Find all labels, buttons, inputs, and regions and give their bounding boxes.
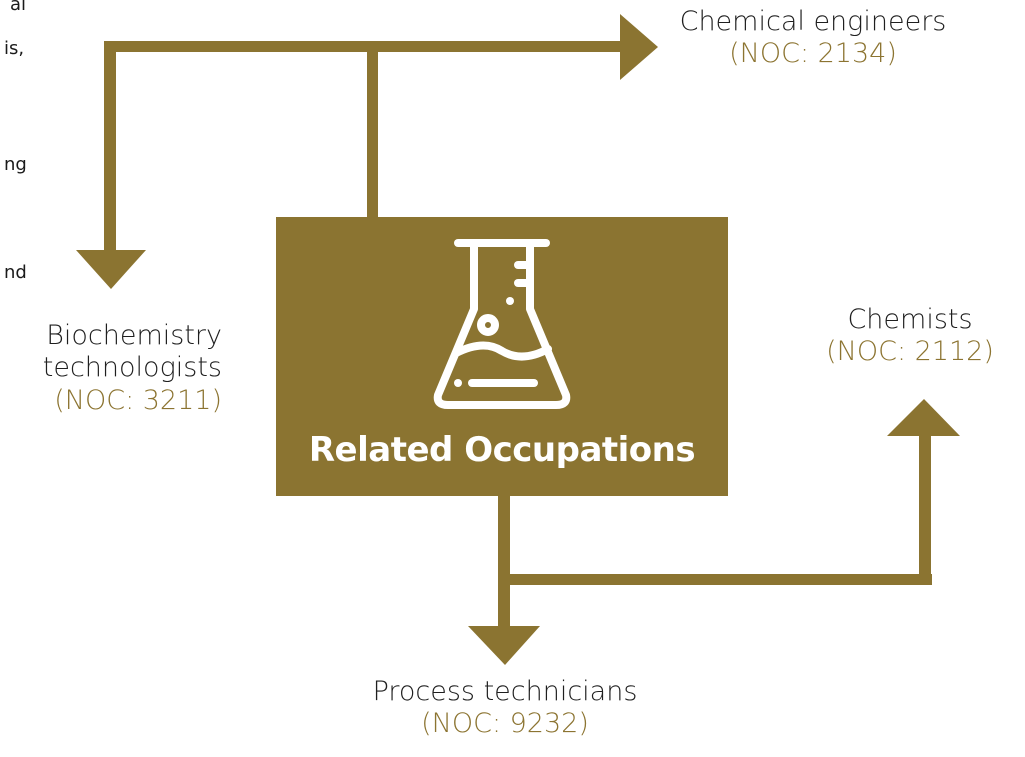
connector-line-center-up [367,46,378,217]
connector-line-left-down [104,46,116,252]
occupation-chemists: Chemists (NOC: 2112) [810,304,1010,369]
occupation-biochemistry-technologists: Biochemistry technologists (NOC: 3211) [0,320,222,417]
occupation-name-line: technologists [42,352,222,384]
occupation-name: Process technicians [372,676,638,707]
connector-line-top [104,41,626,52]
left-text-fragment: nd [4,262,27,283]
box-title: Related Occupations [308,430,696,470]
related-occupations-box: Related Occupations [276,217,728,496]
occupation-noc-code: (NOC: 2112) [826,336,994,368]
occupation-name: Chemical engineers [679,6,947,37]
arrowhead-process-technicians [468,626,540,665]
arrowhead-biochemistry [76,250,146,289]
left-text-fragment: ng [4,154,27,175]
occupation-noc-code: (NOC: 2134) [729,38,897,70]
occupation-noc-code: (NOC: 3211) [54,384,222,416]
occupation-chemical-engineers: Chemical engineers (NOC: 2134) [648,6,978,71]
occupation-process-technicians: Process technicians (NOC: 9232) [330,676,680,741]
occupation-name-line: Biochemistry [46,320,222,351]
arrowhead-chemical-engineers [620,14,658,80]
left-text-fragment: is, [4,38,25,59]
arrowhead-chemists [887,399,960,436]
connector-line-bottom [508,574,932,585]
connector-line-center-down [498,494,510,630]
left-text-fragment: al [10,0,27,15]
occupation-name: Chemists [847,304,973,335]
occupation-noc-code: (NOC: 9232) [421,708,589,740]
flask-icon [433,239,571,409]
connector-line-right-up [919,433,931,585]
